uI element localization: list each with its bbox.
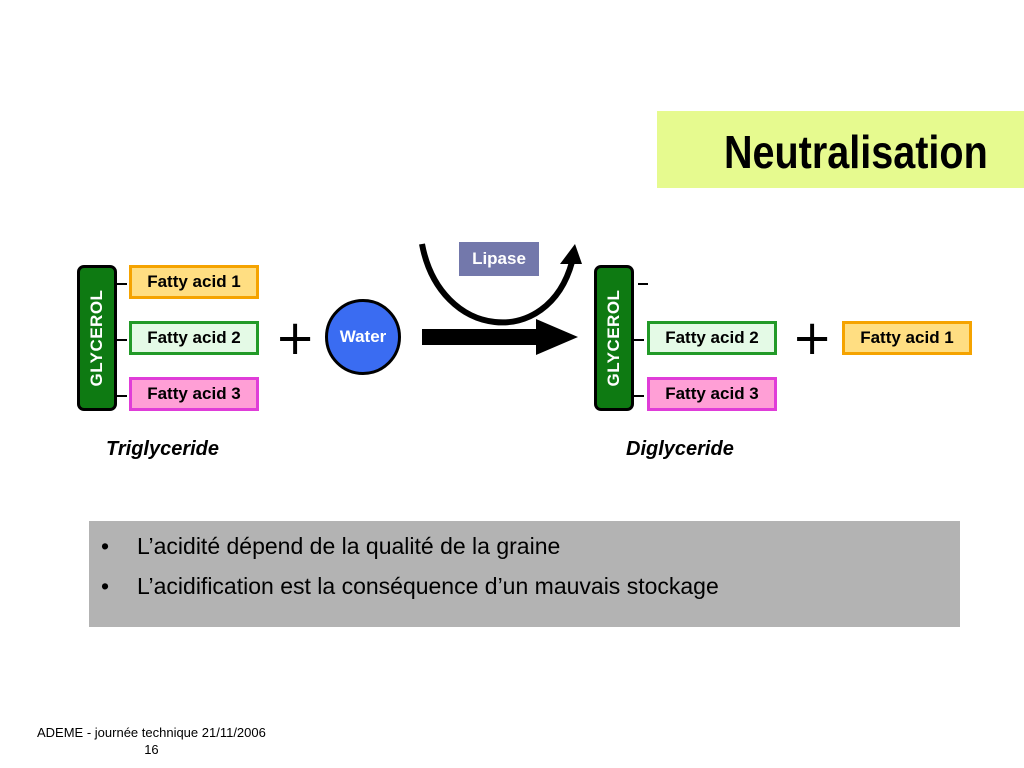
footer: ADEME - journée technique 21/11/2006 16 — [37, 724, 266, 758]
free-fatty-acid-1: Fatty acid 1 — [842, 321, 972, 355]
bond-tick — [117, 395, 127, 397]
glycerol-label: GLYCEROL — [87, 289, 106, 387]
triglyceride-fatty-acid-2: Fatty acid 2 — [129, 321, 259, 355]
lipase-arrowhead — [560, 244, 582, 264]
diglyceride-fatty-acid-3: Fatty acid 3 — [647, 377, 777, 411]
reaction-arrowhead — [536, 319, 578, 355]
slide-title: Neutralisation — [724, 126, 988, 178]
bullet-item: • L’acidité dépend de la qualité de la g… — [101, 531, 960, 561]
bullet-text: L’acidité dépend de la qualité de la gra… — [137, 533, 561, 559]
glycerol-label: GLYCEROL — [604, 289, 623, 387]
page-number: 16 — [144, 742, 159, 757]
bond-tick — [634, 339, 644, 341]
footer-source: ADEME - journée technique 21/11/2006 — [37, 725, 266, 740]
bullet-dot: • — [101, 533, 110, 559]
diglyceride-label: Diglyceride — [626, 438, 734, 460]
triglyceride-fatty-acid-1: Fatty acid 1 — [129, 265, 259, 299]
triglyceride-label: Triglyceride — [106, 438, 220, 460]
bullet-text: L’acidification est la conséquence d’un … — [137, 573, 719, 599]
diglyceride-glycerol: GLYCEROL — [594, 265, 634, 411]
plus-sign-2: + — [792, 310, 833, 366]
bond-tick — [634, 395, 644, 397]
title-banner: Neutralisation — [657, 111, 1024, 188]
bullet-item: • L’acidification est la conséquence d’u… — [101, 571, 960, 601]
lipase-label: Lipase — [459, 242, 539, 276]
triglyceride-fatty-acid-3: Fatty acid 3 — [129, 377, 259, 411]
reaction-arrow-shaft — [422, 329, 542, 345]
bullet-dot: • — [101, 573, 110, 599]
triglyceride-glycerol: GLYCEROL — [77, 265, 117, 411]
bond-tick — [117, 339, 127, 341]
plus-sign-1: + — [275, 310, 316, 366]
bond-tick — [117, 283, 127, 285]
diglyceride-fatty-acid-2: Fatty acid 2 — [647, 321, 777, 355]
bullet-box: • L’acidité dépend de la qualité de la g… — [89, 521, 960, 627]
water-circle: Water — [325, 299, 401, 375]
